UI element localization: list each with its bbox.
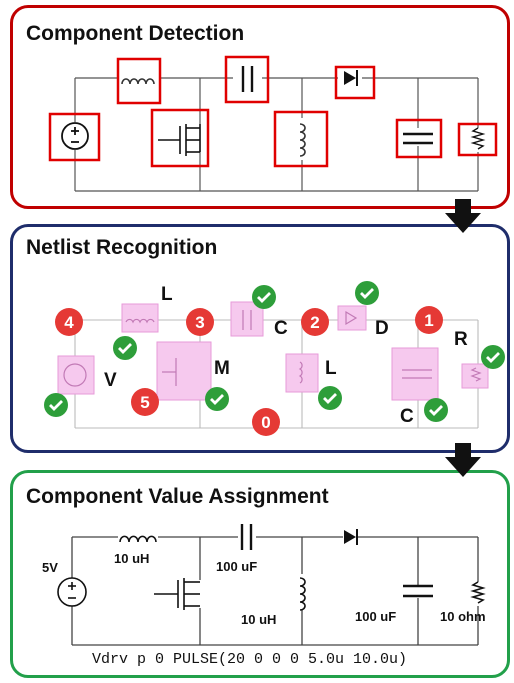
values-diode <box>344 529 358 545</box>
svg-text:4: 4 <box>64 313 74 332</box>
down-arrow-icon <box>445 199 481 233</box>
node-badge: 2 <box>301 308 329 336</box>
node-badge: 3 <box>186 308 214 336</box>
detection-title: Component Detection <box>26 22 245 45</box>
values-symbols <box>57 535 486 611</box>
detection-box-resistor <box>457 122 498 157</box>
label-capacitor-out: C <box>400 406 414 427</box>
check-icon <box>252 285 276 309</box>
check-icon <box>44 393 68 417</box>
component-value-panel <box>10 470 510 678</box>
svg-text:3: 3 <box>195 313 204 332</box>
highlight-inductor <box>121 303 159 333</box>
highlight-mosfet <box>156 341 212 401</box>
resistor-symbol <box>470 127 486 150</box>
resistor-value: 10 ohm <box>440 609 486 624</box>
detection-box-mosfet <box>150 108 210 168</box>
node-badge: 4 <box>55 308 83 336</box>
svg-text:2: 2 <box>310 313 319 332</box>
values-circuit <box>71 536 479 646</box>
node-badge: 5 <box>131 388 159 416</box>
values-capacitor-series <box>240 524 253 550</box>
highlight-diode <box>337 305 367 331</box>
label-diode: D <box>375 318 389 339</box>
netlist-faint-symbols <box>63 310 482 387</box>
detection-box-capacitor <box>224 55 270 104</box>
inductor-series-value: 10 uH <box>114 551 149 566</box>
down-arrow-icon <box>445 443 481 477</box>
source-value: 5V <box>42 560 58 575</box>
inductor-symbol <box>121 78 155 85</box>
highlight-resistor <box>461 363 489 389</box>
component-detection-panel <box>10 5 510 209</box>
label-mosfet: M <box>214 358 230 379</box>
netlist-title: Netlist Recognition <box>26 236 218 259</box>
capacitor-series-value: 100 uF <box>216 559 257 574</box>
svg-text:5: 5 <box>140 393 149 412</box>
label-source: V <box>104 370 117 391</box>
diode-symbol <box>344 70 358 86</box>
detection-box-diode <box>334 65 376 100</box>
capacitor-symbol <box>403 132 433 145</box>
highlight-capacitor <box>230 301 264 337</box>
values-capacitor-out <box>403 584 433 598</box>
check-icon <box>481 345 505 369</box>
check-icon <box>205 387 229 411</box>
detection-box-source <box>48 112 101 162</box>
netlist-command-line: Vdrv p 0 PULSE(20 0 0 0 5.0u 10.0u) <box>92 651 408 668</box>
label-inductor: L <box>161 284 173 305</box>
svg-text:1: 1 <box>424 311 433 330</box>
label-inductor-shunt: L <box>325 358 337 379</box>
node-badge: 0 <box>252 408 280 436</box>
detection-box-inductor <box>116 57 162 105</box>
detection-box-capacitor-out <box>395 118 443 159</box>
highlight-capacitor-out <box>391 347 439 401</box>
capacitor-symbol <box>241 66 254 92</box>
label-capacitor: C <box>274 318 288 339</box>
label-resistor: R <box>454 329 468 350</box>
voltage-source-symbol <box>61 122 89 150</box>
inductor-symbol <box>299 123 306 157</box>
check-icon <box>113 336 137 360</box>
values-title: Component Value Assignment <box>26 485 329 508</box>
check-icon <box>355 281 379 305</box>
svg-text:0: 0 <box>261 413 270 432</box>
node-badge: 1 <box>415 306 443 334</box>
check-icon <box>424 398 448 422</box>
check-icon <box>318 386 342 410</box>
detection-box-inductor-shunt <box>273 110 329 168</box>
detection-circuit <box>74 77 479 192</box>
inductor-shunt-value: 10 uH <box>241 612 276 627</box>
mosfet-symbol <box>158 124 201 156</box>
capacitor-out-value: 100 uF <box>355 609 396 624</box>
